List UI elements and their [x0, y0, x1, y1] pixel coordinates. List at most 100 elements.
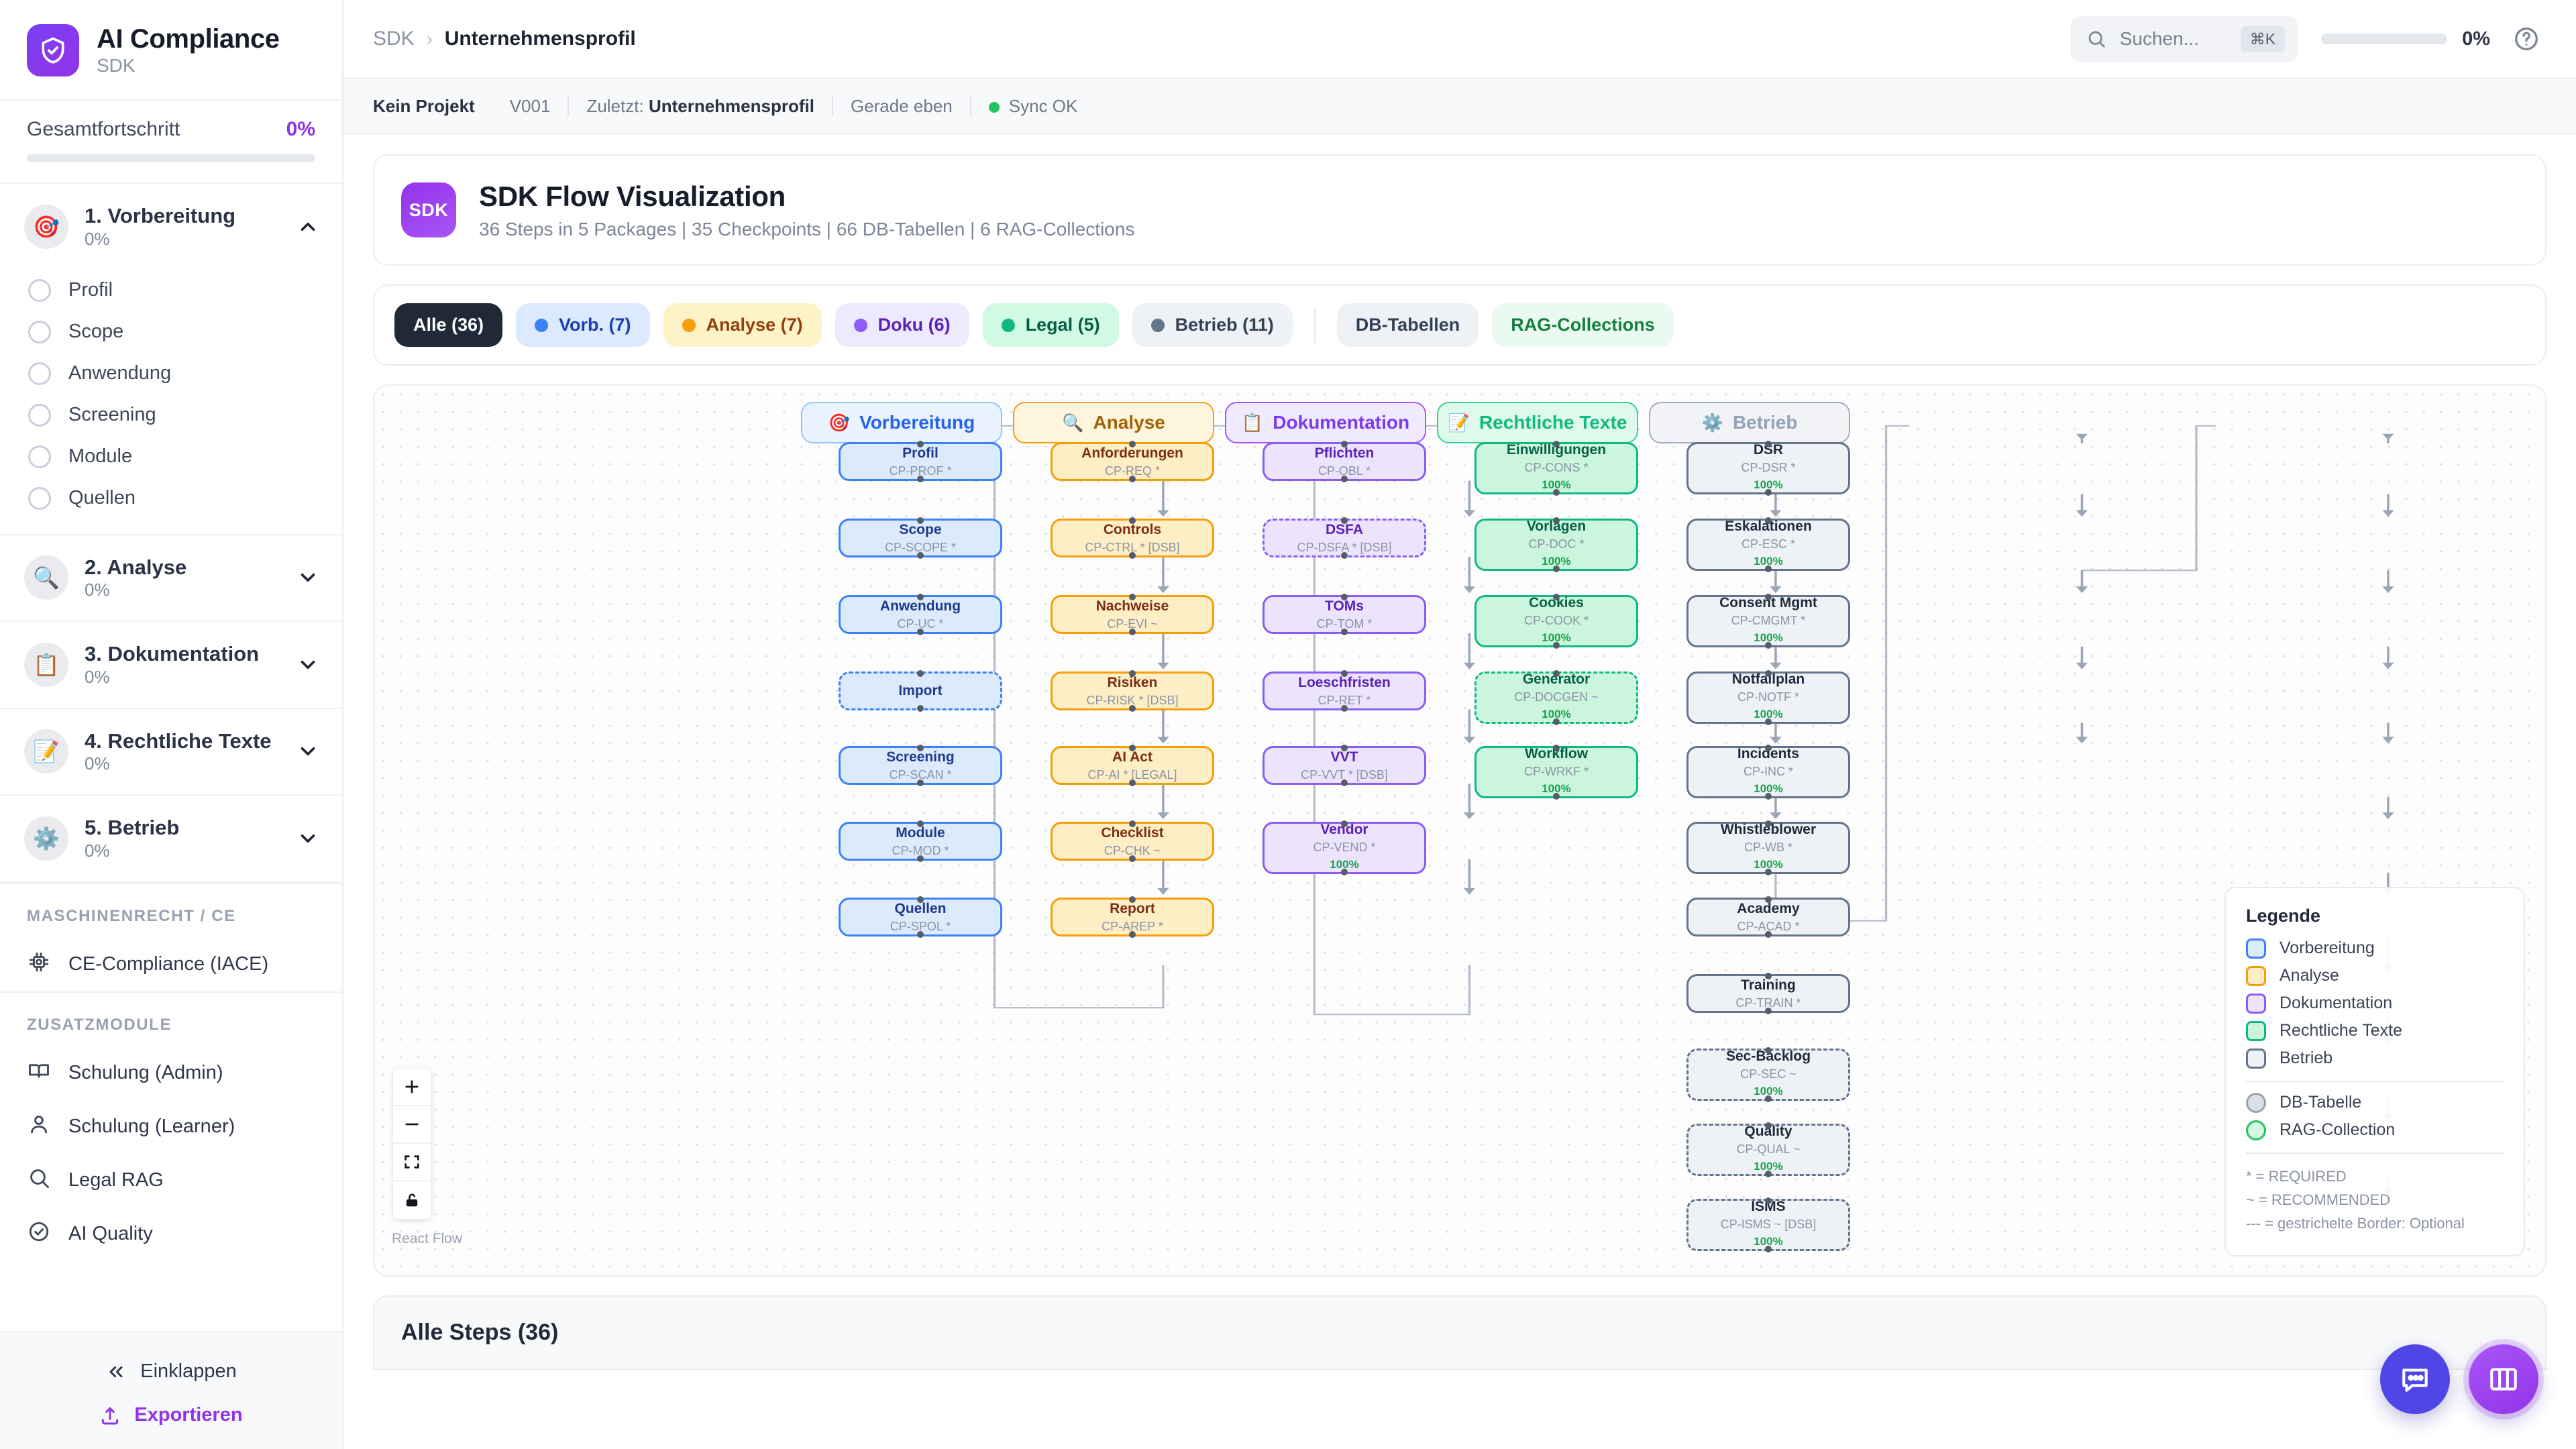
search-input[interactable]: Suchen... ⌘K: [2070, 15, 2299, 62]
node-handle-top[interactable]: [1765, 517, 1772, 525]
step-status-radio[interactable]: [28, 486, 51, 510]
flow-node-import[interactable]: Import: [839, 670, 1002, 712]
node-handle-top[interactable]: [917, 670, 924, 678]
node-handle-bottom[interactable]: [1341, 705, 1348, 712]
node-handle-top[interactable]: [1553, 670, 1560, 678]
node-handle-bottom[interactable]: [1341, 869, 1348, 876]
panel-fab[interactable]: [2469, 1344, 2538, 1414]
sidebar-item-schulung-learner[interactable]: Schulung (Learner): [0, 1100, 342, 1154]
node-handle-top[interactable]: [1765, 820, 1772, 828]
node-handle-bottom[interactable]: [1765, 931, 1772, 938]
node-handle-top[interactable]: [1341, 517, 1348, 525]
filter-chip-db-tabellen[interactable]: DB-Tabellen: [1336, 303, 1479, 347]
node-handle-top[interactable]: [1765, 1197, 1772, 1205]
brand-header[interactable]: AI Compliance SDK: [0, 0, 342, 101]
step-status-radio[interactable]: [28, 362, 51, 385]
filter-chip-vorb-7[interactable]: Vorb. (7): [516, 303, 650, 347]
step-status-radio[interactable]: [28, 320, 51, 343]
node-handle-bottom[interactable]: [1129, 629, 1136, 636]
zoom-out-button[interactable]: [393, 1106, 431, 1144]
node-handle-bottom[interactable]: [1341, 552, 1348, 559]
sidebar-item-legal-rag[interactable]: Legal RAG: [0, 1154, 342, 1208]
node-handle-bottom[interactable]: [1341, 780, 1348, 787]
node-handle-bottom[interactable]: [1129, 705, 1136, 712]
node-handle-bottom[interactable]: [1553, 642, 1560, 649]
node-handle-top[interactable]: [1765, 594, 1772, 601]
step-status-radio[interactable]: [28, 445, 51, 468]
node-handle-bottom[interactable]: [1765, 1246, 1772, 1253]
node-handle-top[interactable]: [1765, 745, 1772, 752]
node-handle-top[interactable]: [917, 820, 924, 828]
node-handle-top[interactable]: [1341, 670, 1348, 678]
node-handle-bottom[interactable]: [1129, 476, 1136, 483]
step-status-radio[interactable]: [28, 403, 51, 427]
chat-fab[interactable]: [2380, 1344, 2450, 1414]
node-handle-top[interactable]: [1765, 670, 1772, 678]
collapse-sidebar-button[interactable]: Einklappen: [0, 1350, 342, 1393]
fit-view-button[interactable]: [393, 1144, 431, 1182]
node-handle-bottom[interactable]: [1553, 793, 1560, 800]
node-handle-top[interactable]: [917, 594, 924, 601]
breadcrumb-root[interactable]: SDK: [373, 28, 415, 50]
sidebar-item-schulung-admin[interactable]: Schulung (Admin): [0, 1046, 342, 1100]
node-handle-top[interactable]: [1553, 441, 1560, 448]
node-handle-top[interactable]: [1765, 896, 1772, 904]
node-handle-top[interactable]: [1765, 1047, 1772, 1055]
sidebar-step-screening[interactable]: Screening: [0, 394, 342, 436]
node-handle-top[interactable]: [1765, 973, 1772, 980]
zoom-in-button[interactable]: [393, 1069, 431, 1107]
node-handle-bottom[interactable]: [1765, 1095, 1772, 1103]
filter-chip-analyse-7[interactable]: Analyse (7): [663, 303, 822, 347]
step-status-radio[interactable]: [28, 278, 51, 302]
node-handle-bottom[interactable]: [1341, 629, 1348, 636]
node-handle-top[interactable]: [1553, 517, 1560, 525]
filter-chip-betrieb-11[interactable]: Betrieb (11): [1132, 303, 1293, 347]
node-handle-bottom[interactable]: [917, 780, 924, 787]
node-handle-top[interactable]: [1765, 441, 1772, 448]
node-handle-bottom[interactable]: [1765, 566, 1772, 573]
node-handle-top[interactable]: [917, 745, 924, 752]
node-handle-top[interactable]: [917, 441, 924, 448]
node-handle-top[interactable]: [1553, 594, 1560, 601]
node-handle-bottom[interactable]: [1765, 642, 1772, 649]
node-handle-top[interactable]: [1341, 820, 1348, 828]
node-handle-bottom[interactable]: [1553, 566, 1560, 573]
node-handle-top[interactable]: [1129, 820, 1136, 828]
node-handle-top[interactable]: [1553, 745, 1560, 752]
node-handle-bottom[interactable]: [917, 552, 924, 559]
node-handle-top[interactable]: [917, 517, 924, 525]
filter-chip-alle-36[interactable]: Alle (36): [394, 303, 503, 347]
export-button[interactable]: Exportieren: [0, 1393, 342, 1437]
node-handle-bottom[interactable]: [917, 629, 924, 636]
sidebar-step-profil[interactable]: Profil: [0, 270, 342, 311]
sidebar-item-ce-compliance-iace[interactable]: CE-Compliance (IACE): [0, 938, 342, 991]
node-handle-bottom[interactable]: [1553, 718, 1560, 726]
node-handle-top[interactable]: [1765, 1122, 1772, 1130]
node-handle-top[interactable]: [1129, 670, 1136, 678]
flow-controls[interactable]: [393, 1069, 431, 1220]
